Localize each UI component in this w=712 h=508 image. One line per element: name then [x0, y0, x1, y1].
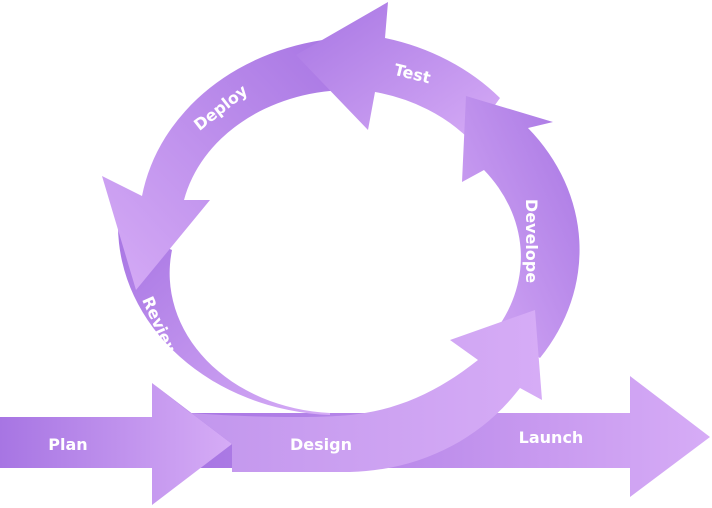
plan-arrow-shape: [0, 383, 232, 505]
plan-arrow: [0, 383, 232, 505]
design-arrow-shape: [152, 310, 542, 472]
test-arrow-shape: [296, 2, 500, 140]
deploy-arrow-shape: [102, 38, 345, 290]
label-plan: Plan: [48, 435, 87, 454]
label-design: Design: [290, 435, 352, 454]
label-launch: Launch: [519, 428, 584, 447]
deploy-arrow: [102, 38, 345, 290]
design-arrow: [152, 310, 542, 472]
develope-arrow-shape: [462, 96, 580, 358]
label-develope: Develope: [522, 199, 541, 283]
develope-arrow: [462, 96, 580, 358]
test-arrow: [296, 2, 500, 140]
